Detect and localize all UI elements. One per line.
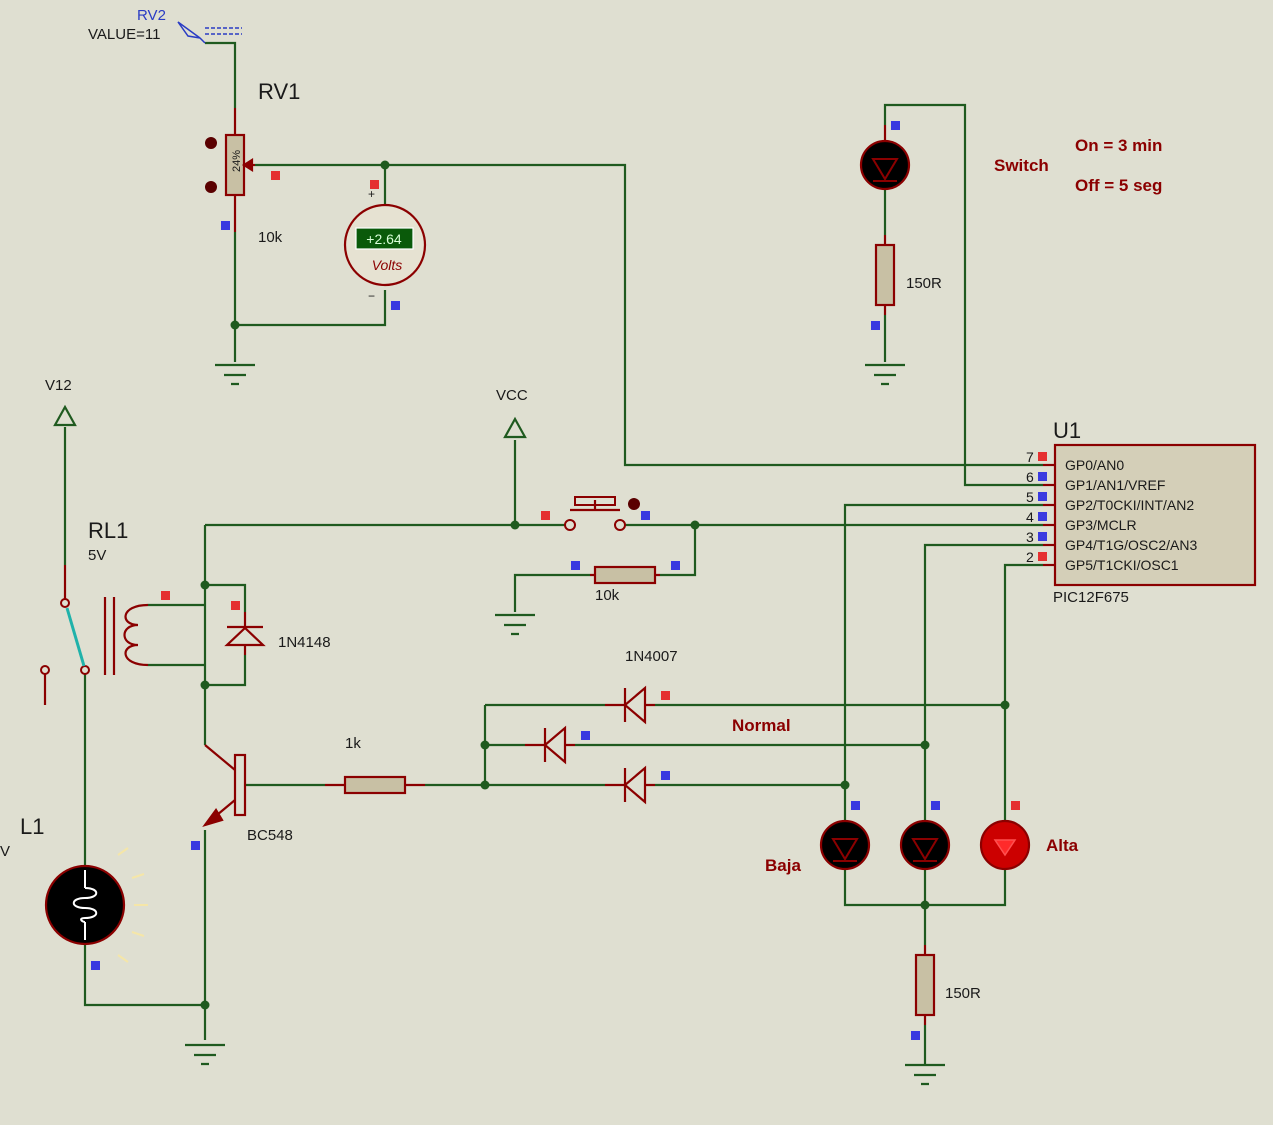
u1-pin-name: GP5/T1CKI/OSC1 — [1065, 557, 1179, 573]
u1-pin-number: 3 — [1026, 529, 1034, 545]
diode-1n4007-top: 1N4007 — [605, 648, 678, 725]
rv2-generator: RV2 VALUE=11 — [88, 7, 242, 44]
rv1-name: RV1 — [258, 79, 300, 104]
off-time-annotation: Off = 5 seg — [1075, 176, 1162, 195]
rv1-decrement-button[interactable] — [205, 181, 217, 193]
rv2-name: RV2 — [137, 7, 166, 24]
rv1-increment-button[interactable] — [205, 137, 217, 149]
lamp-name: L1 — [20, 814, 44, 839]
u1-pin-number: 2 — [1026, 549, 1034, 565]
ground-symbol — [905, 1063, 945, 1086]
resistor-1k-label: 1k — [345, 735, 361, 752]
rl1-name: RL1 — [88, 518, 128, 543]
diode-1n4148: 1N4148 — [224, 612, 331, 655]
resistor-10k-label: 10k — [595, 587, 620, 604]
diode-bottom — [605, 765, 655, 805]
resistor-10k-pulldown: 10k — [590, 565, 660, 604]
ground-symbol — [495, 613, 535, 636]
rv1-potentiometer[interactable]: 24% RV1 10k — [205, 79, 300, 246]
normal-annotation: Normal — [732, 716, 791, 735]
v12-terminal: V12 — [45, 377, 77, 427]
diode-1n4148-label: 1N4148 — [278, 634, 331, 651]
on-time-annotation: On = 3 min — [1075, 136, 1162, 155]
wires — [63, 41, 1043, 1065]
v12-label: V12 — [45, 377, 72, 394]
pushbutton[interactable] — [564, 496, 640, 531]
voltmeter-minus-sign: − — [368, 289, 375, 303]
relay-contact-arm — [65, 607, 86, 667]
diode-normal — [525, 725, 575, 765]
lamp-l1: L1 V — [0, 814, 148, 963]
alta-label: Alta — [1046, 836, 1079, 855]
vcc-terminal: VCC — [496, 387, 528, 439]
rv1-percent: 24% — [231, 150, 243, 172]
u1-pin-name: GP3/MCLR — [1065, 517, 1137, 533]
switch-annotation: Switch — [994, 156, 1049, 175]
led-switch-indicator — [859, 125, 911, 191]
rl1-value: 5V — [88, 547, 106, 564]
pushbutton-actuator[interactable] — [628, 498, 640, 510]
u1-pin-number: 5 — [1026, 489, 1034, 505]
resistor-150r-bottom: 150R — [914, 945, 981, 1025]
vcc-label: VCC — [496, 387, 528, 404]
voltmeter: +2.64 Volts + − — [343, 187, 427, 303]
junction-dots — [200, 160, 1010, 1010]
voltmeter-plus-sign: + — [368, 187, 375, 201]
resistor-1k: 1k — [325, 735, 425, 795]
u1-part: PIC12F675 — [1053, 589, 1129, 606]
u1-name: U1 — [1053, 418, 1081, 443]
u1-pin-number: 7 — [1026, 449, 1034, 465]
transistor-bc548: BC548 — [202, 744, 293, 844]
rv1-value: 10k — [258, 229, 283, 246]
logic-probe-markers — [91, 121, 1047, 1040]
led-normal — [899, 819, 951, 871]
resistor-150r-bottom-label: 150R — [945, 985, 981, 1002]
diode-1n4007-label: 1N4007 — [625, 648, 678, 665]
resistor-150r-top: 150R — [874, 235, 942, 315]
resistor-150r-top-label: 150R — [906, 275, 942, 292]
u1-pin-name: GP0/AN0 — [1065, 457, 1124, 473]
rv2-value: VALUE=11 — [88, 26, 160, 43]
baja-label: Baja — [765, 856, 801, 875]
ground-symbol — [185, 1043, 225, 1066]
transistor-label: BC548 — [247, 827, 293, 844]
u1-pin-name: GP2/T0CKI/INT/AN2 — [1065, 497, 1194, 513]
u1-pin-name: GP4/T1G/OSC2/AN3 — [1065, 537, 1197, 553]
u1-pin-number: 6 — [1026, 469, 1034, 485]
u1-pin-number: 4 — [1026, 509, 1034, 525]
led-alta: Alta — [979, 819, 1079, 871]
voltmeter-reading: +2.64 — [366, 231, 402, 247]
relay-rl1[interactable]: RL1 5V — [40, 518, 149, 705]
led-baja: Baja — [765, 819, 871, 875]
u1-pin-name: GP1/AN1/VREF — [1065, 477, 1165, 493]
ground-symbols — [185, 363, 945, 1086]
voltmeter-unit: Volts — [372, 257, 403, 273]
lamp-value: V — [0, 843, 10, 860]
ground-symbol — [865, 363, 905, 386]
ground-symbol — [215, 363, 255, 386]
